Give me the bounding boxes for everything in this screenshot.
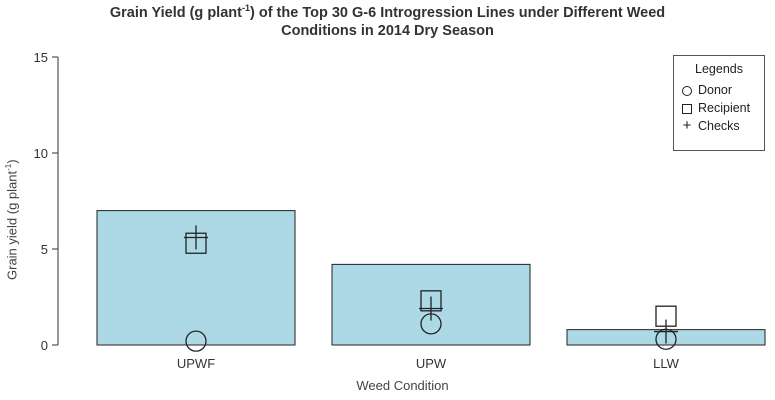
y-tick-label: 0 [41,338,48,353]
x-tick-label: LLW [653,356,679,371]
legend-item-donor: Donor [680,82,732,98]
y-axis-label: Grain yield (g plant-1) [4,159,20,280]
legend-item-recipient: Recipient [680,100,750,116]
chart-title-line2: Conditions in 2014 Dry Season [281,23,494,39]
donor-point [655,328,677,350]
x-tick-label: UPW [416,356,447,371]
plus-marker-icon: + [682,117,692,134]
donor-point [420,313,442,335]
x-tick-label: UPWF [177,356,215,371]
y-tick-label: 10 [34,146,48,161]
donor-point [185,330,207,352]
y-tick-label: 5 [41,242,48,257]
x-axis-label: Weed Condition [356,378,449,393]
y-tick-label: 15 [34,50,48,65]
square-marker-icon [682,103,692,114]
legend: Legends Donor Recipient +Checks [673,55,765,151]
legend-item-checks: +Checks [680,118,740,134]
circle-marker-icon [682,85,692,96]
chart-title-line1: Grain Yield (g plant-1) of the Top 30 G-… [109,3,666,21]
legend-title: Legends [695,62,743,76]
